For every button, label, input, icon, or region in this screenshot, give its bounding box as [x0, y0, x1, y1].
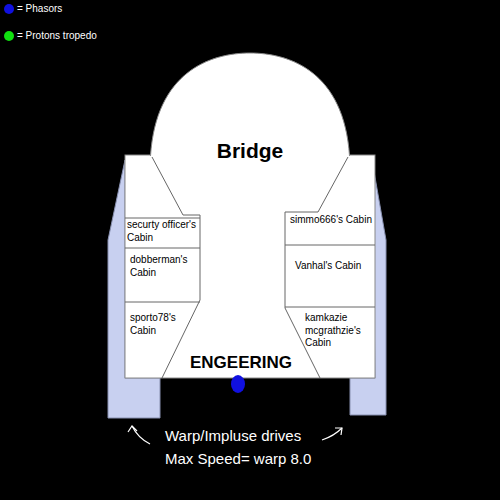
legend-swatch: [4, 31, 14, 41]
cabin-box: simmo666's Cabin: [290, 214, 374, 244]
node-label: simmo666's Cabin: [290, 214, 374, 227]
interior-walls: [125, 157, 375, 378]
node-label: kamkazie mcgrathzie's Cabin: [305, 312, 373, 350]
node-label: Vanhal's Cabin: [295, 260, 373, 273]
leader-arrows: [128, 426, 342, 444]
node-label: Bridge: [150, 52, 350, 164]
node-label: sporto78's Cabin: [130, 312, 188, 337]
cabin-box: dobberman's Cabin: [130, 254, 198, 282]
drive-label: Warp/Impluse drives: [165, 427, 301, 444]
legend-text: = Phasors: [17, 3, 62, 14]
ship-body: [125, 155, 375, 378]
phaser-rear: [231, 375, 245, 393]
legend-swatch: [4, 4, 14, 14]
cabin-box: sporto78's Cabin: [130, 312, 188, 342]
node-label: dobberman's Cabin: [130, 254, 198, 279]
speed-note: Max Speed= warp 8.0: [165, 450, 311, 467]
cabin-box: Vanhal's Cabin: [295, 260, 373, 290]
node-label: securty officer's Cabin: [127, 219, 199, 244]
legend-text: = Protons tropedo: [17, 30, 97, 41]
node-label: ENGEERING: [166, 352, 316, 373]
cabin-box: securty officer's Cabin: [127, 219, 199, 247]
bridge-dome: Bridge: [150, 52, 350, 170]
engineering-room: ENGEERING: [166, 352, 316, 374]
cabin-box: kamkazie mcgrathzie's Cabin: [305, 312, 373, 360]
